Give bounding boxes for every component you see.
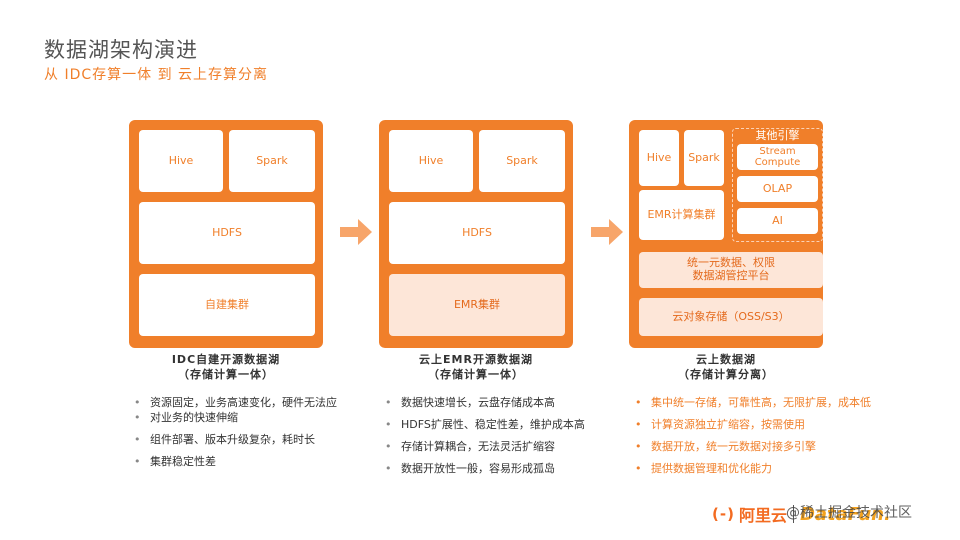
caption-cloud-lake: 云上数据湖 （存储计算分离） [629,352,823,382]
emr-cluster-box: EMR集群 [389,274,565,336]
caption-line-1: 云上EMR开源数据湖 [419,353,533,366]
architecture-emr: Hive Spark HDFS EMR集群 [379,120,573,348]
caption-line-2: （存储计算一体） [178,368,274,381]
ai-box: AI [737,208,818,234]
caption-line-2: （存储计算一体） [428,368,524,381]
hive-box: Hive [639,130,679,186]
caption-idc: IDC自建开源数据湖 （存储计算一体） [129,352,323,382]
bullets-cloud-lake: 集中统一存储，可靠性高，无限扩展，成本低 计算资源独立扩缩容，按需使用 数据开放… [631,395,931,483]
list-item: 集群稳定性差 [130,454,350,469]
caption-line-1: IDC自建开源数据湖 [171,353,281,366]
list-item: 数据开放，统一元数据对接多引擎 [631,439,931,454]
list-item: 数据开放性一般，容易形成孤岛 [381,461,611,476]
hive-box: Hive [139,130,223,192]
other-engines-label: 其他引擎 [755,129,800,142]
arrow-right-icon [591,219,623,245]
olap-box: OLAP [737,176,818,202]
list-item: 存储计算耦合，无法灵活扩缩容 [381,439,611,454]
aliyun-logo-text: 阿里云 [738,506,787,525]
spark-box: Spark [479,130,565,192]
caption-emr: 云上EMR开源数据湖 （存储计算一体） [379,352,573,382]
spark-box: Spark [684,130,724,186]
list-item: 组件部署、版本升级复杂，耗时长 [130,432,350,447]
spark-box: Spark [229,130,315,192]
other-engines-group [732,128,823,242]
metadata-management-box: 统一元数据、权限 数据湖管控平台 [639,252,823,288]
page-title: 数据湖架构演进 [44,38,198,62]
list-item: HDFS扩展性、稳定性差，维护成本高 [381,417,611,432]
logo-divider [792,505,794,523]
watermark: @稀土掘金技术社区 [786,505,912,521]
list-item: 集中统一存储，可靠性高，无限扩展，成本低 [631,395,931,410]
list-item: 提供数据管理和优化能力 [631,461,931,476]
list-item: 计算资源独立扩缩容，按需使用 [631,417,931,432]
bullets-idc: 资源固定，业务高速变化，硬件无法应 对业务的快速伸缩 组件部署、版本升级复杂，耗… [130,395,350,476]
arrow-right-icon [340,219,372,245]
caption-line-1: 云上数据湖 [696,353,756,366]
aliyun-logo-icon: (-) [712,505,735,523]
hive-box: Hive [389,130,473,192]
self-built-cluster-box: 自建集群 [139,274,315,336]
page-subtitle: 从 IDC存算一体 到 云上存算分离 [44,67,269,83]
management-line-1: 统一元数据、权限 [687,256,775,270]
bullets-emr: 数据快速增长，云盘存储成本高 HDFS扩展性、稳定性差，维护成本高 存储计算耦合… [381,395,611,483]
datafun-logo: DataFun. [799,503,891,525]
footer-logos: (-) 阿里云 DataFun. [712,502,891,526]
management-line-2: 数据湖管控平台 [692,269,770,282]
caption-line-2: （存储计算分离） [678,368,774,381]
architecture-idc: Hive Spark HDFS 自建集群 [129,120,323,348]
list-item: 对业务的快速伸缩 [130,410,350,425]
hdfs-box: HDFS [389,202,565,264]
stream-compute-box: Stream Compute [737,144,818,170]
architecture-cloud-lake: Hive Spark EMR计算集群 其他引擎 Stream Compute O… [629,120,823,348]
emr-compute-cluster-box: EMR计算集群 [639,190,724,240]
list-item: 资源固定，业务高速变化，硬件无法应 [130,395,350,410]
object-storage-box: 云对象存储（OSS/S3） [639,298,823,336]
hdfs-box: HDFS [139,202,315,264]
list-item: 数据快速增长，云盘存储成本高 [381,395,611,410]
